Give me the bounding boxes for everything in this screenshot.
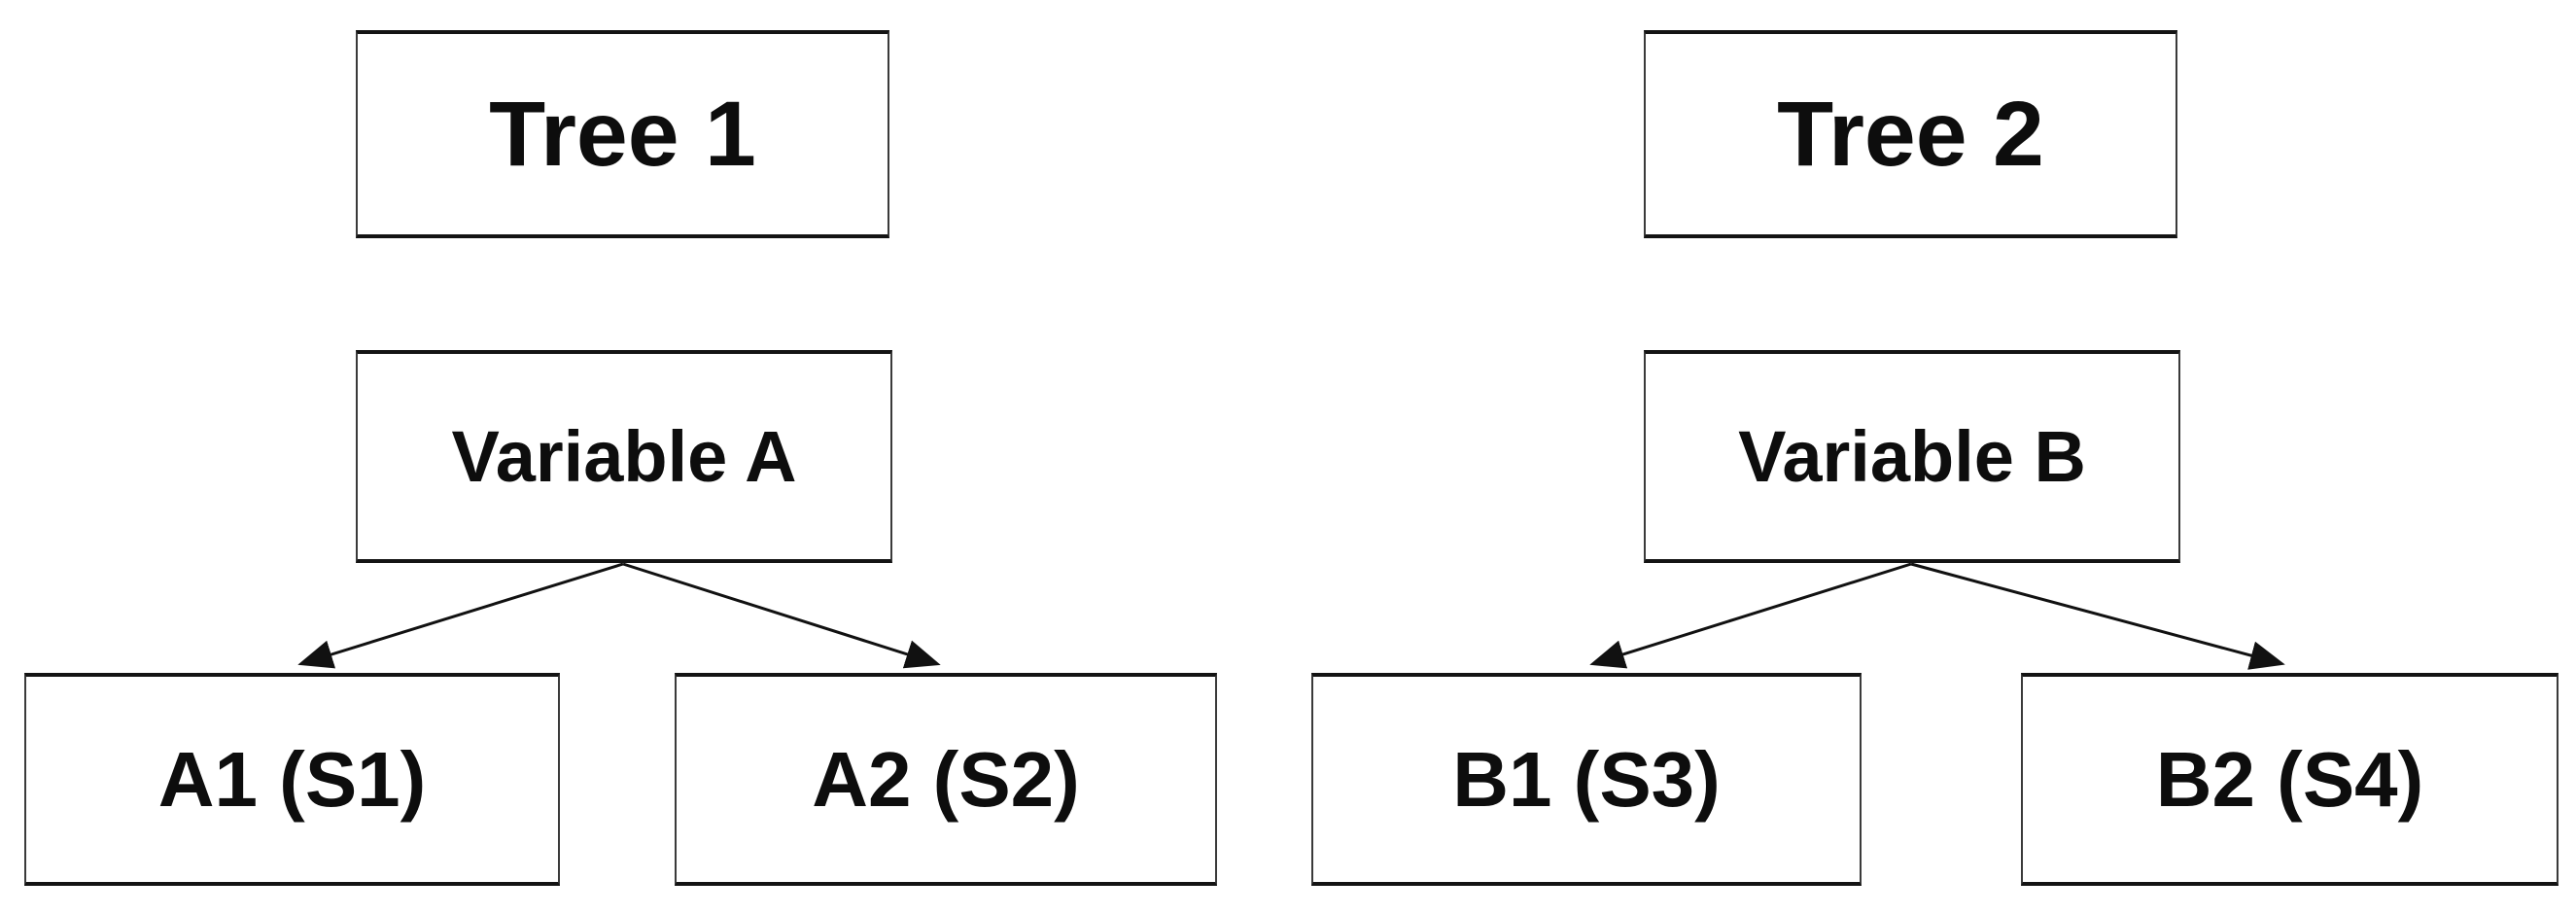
tree1-child1-label: A1 (S1) [157, 735, 427, 823]
arrow-variable-a-to-a2 [622, 562, 941, 669]
arrow-variable-b-to-b1 [1589, 562, 1912, 669]
tree2-child1-box: B1 (S3) [1311, 673, 1862, 886]
tree1-title-label: Tree 1 [489, 82, 756, 186]
tree1-root-box: Variable A [356, 350, 892, 563]
tree2-child2-box: B2 (S4) [2021, 673, 2559, 886]
tree2-root-box: Variable B [1644, 350, 2180, 563]
tree2-title-label: Tree 2 [1777, 82, 2044, 186]
tree1-child2-label: A2 (S2) [812, 735, 1080, 823]
tree2-root-label: Variable B [1738, 416, 2086, 497]
tree2-child1-label: B1 (S3) [1452, 735, 1721, 823]
tree1-child1-box: A1 (S1) [24, 673, 560, 886]
arrow-variable-a-to-a1 [297, 562, 624, 669]
tree2-child2-label: B2 (S4) [2155, 735, 2424, 823]
tree1-child2-box: A2 (S2) [675, 673, 1217, 886]
tree1-root-label: Variable A [451, 416, 797, 497]
tree1-title-box: Tree 1 [356, 30, 889, 238]
tree2-title-box: Tree 2 [1644, 30, 2177, 238]
arrow-variable-b-to-b2 [1910, 562, 2285, 670]
